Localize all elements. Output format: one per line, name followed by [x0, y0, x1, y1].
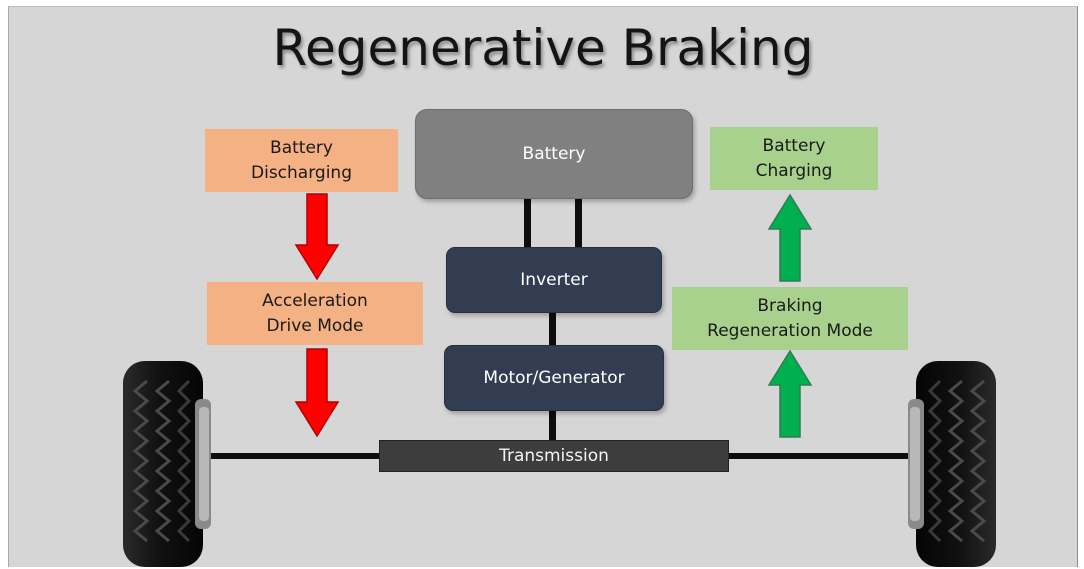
red-down-arrow [294, 193, 340, 281]
battery-charging-label: Battery Charging [710, 127, 878, 190]
axle-left [209, 453, 381, 459]
inverter-box: Inverter [446, 247, 662, 313]
green-up-arrow [767, 193, 813, 282]
acceleration-drive-mode-label: Acceleration Drive Mode [207, 282, 423, 345]
diagram-title: Regenerative Braking [272, 19, 814, 77]
green-up-arrow [767, 349, 813, 438]
left-wheel-icon [123, 361, 211, 567]
inverter-motor-wire [549, 312, 556, 347]
transmission-box: Transmission [379, 440, 729, 472]
battery-box: Battery [415, 109, 693, 199]
motor-transmission-wire [549, 409, 556, 442]
axle-right [727, 453, 912, 459]
red-down-arrow [294, 348, 340, 438]
battery-discharging-label: Battery Discharging [205, 129, 398, 192]
battery-inverter-wire-2 [575, 197, 582, 249]
braking-regeneration-mode-label: Braking Regeneration Mode [672, 287, 908, 350]
diagram-canvas: Regenerative Braking Battery Inverter Mo… [8, 6, 1078, 567]
battery-inverter-wire-1 [524, 197, 531, 249]
motor-generator-box: Motor/Generator [444, 345, 664, 411]
right-wheel-icon [908, 361, 996, 567]
